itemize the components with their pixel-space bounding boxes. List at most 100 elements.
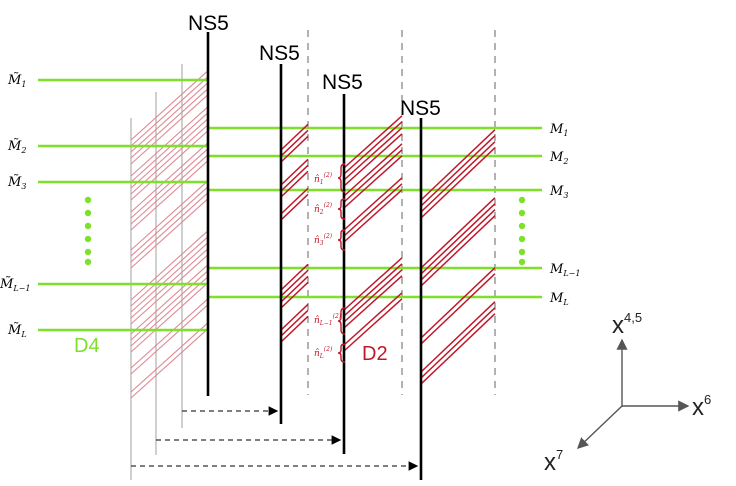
d2-segment	[343, 155, 403, 209]
brace	[337, 343, 346, 363]
ellipsis-dot	[518, 248, 526, 256]
d4-brane-lines	[38, 78, 542, 332]
axis-right-label: x6	[692, 392, 711, 421]
dashed-guides	[307, 30, 496, 395]
d2-image-segment	[130, 270, 209, 341]
d2-segment	[343, 189, 403, 243]
d2-image-segment	[130, 242, 209, 313]
d2-segment	[280, 164, 309, 192]
d2-image-segment	[130, 112, 209, 183]
d2-segment	[343, 298, 403, 352]
d2-image-segment	[130, 198, 209, 269]
d2-segment	[420, 147, 496, 219]
d2-image-segment	[130, 142, 209, 213]
d2-segment	[420, 301, 496, 373]
d2-image-segment	[130, 130, 209, 201]
d2-image-segment	[130, 298, 209, 369]
ns5-label: NS5	[322, 71, 363, 94]
d2-image-segment	[130, 94, 209, 165]
left-m-label: M̃1	[7, 72, 26, 89]
n-hat-label: n̂L(2)	[314, 346, 333, 360]
d2-segment	[420, 141, 496, 213]
d2-segment	[420, 197, 496, 269]
ellipsis-dot	[518, 235, 526, 243]
d2-segment	[420, 215, 496, 287]
left-m-label: M̃L	[7, 322, 27, 339]
red-d2-hatching	[280, 115, 496, 385]
right-ellipsis-dots	[518, 196, 526, 266]
d2-segment	[280, 193, 309, 221]
ellipsis-dot	[84, 196, 92, 204]
d2-segment	[280, 129, 309, 157]
brace	[337, 229, 346, 251]
d2-segment	[280, 275, 309, 303]
d2-image-segment	[130, 236, 209, 307]
brace	[337, 198, 346, 220]
d2-segment	[420, 209, 496, 281]
d2-image-segment	[130, 276, 209, 347]
separation-arrows	[131, 406, 419, 471]
d2-image-segment	[130, 118, 209, 189]
d2-segment	[420, 273, 496, 345]
d2-label: D2	[362, 343, 388, 365]
d2-segment	[343, 127, 403, 181]
ns5-branes	[206, 32, 423, 480]
axis-up-label: x4,5	[612, 310, 642, 339]
n-hat-label: n̂L−1(2)	[314, 313, 342, 327]
d2-segment	[343, 133, 403, 187]
d2-image-segment	[130, 148, 209, 219]
d2-segment	[343, 115, 403, 169]
right-m-label: M3	[549, 184, 568, 200]
d2-image-segment	[130, 160, 209, 231]
d2-image-segment	[130, 154, 209, 225]
d2-segment	[280, 263, 309, 291]
ellipsis-dot	[84, 235, 92, 243]
d2-segment	[343, 275, 403, 329]
d4-label: D4	[74, 335, 100, 357]
ellipsis-dot	[518, 196, 526, 204]
d2-segment	[280, 303, 309, 331]
d2-segment	[343, 269, 403, 323]
d2-segment	[420, 267, 496, 339]
d2-image-segment	[130, 192, 209, 263]
d2-segment	[280, 269, 309, 297]
ns5-labels: NS5 NS5 NS5 NS5	[188, 12, 441, 120]
ellipsis-dot	[518, 222, 526, 230]
ellipsis-dot	[84, 222, 92, 230]
d2-image-segment	[130, 76, 209, 147]
d2-segment	[280, 135, 309, 163]
d2-segment	[420, 129, 496, 201]
gray-projection-lines	[130, 64, 183, 480]
d2-segment	[280, 315, 309, 343]
d2-image-segment	[130, 328, 209, 399]
n-hat-label: n̂1(2)	[314, 172, 333, 186]
d2-segment	[343, 257, 403, 311]
right-m-labels: M1 M2 M3 ML−1 ML	[549, 122, 580, 307]
right-m-label: ML−1	[549, 262, 580, 278]
ns5-label: NS5	[400, 97, 441, 120]
d2-segment	[343, 177, 403, 231]
brace	[337, 163, 346, 193]
d2-image-segment	[130, 106, 209, 177]
left-m-label: M̃3	[7, 174, 26, 191]
ns5-label: NS5	[259, 42, 300, 65]
ellipsis-dot	[518, 209, 526, 217]
d2-segment	[280, 281, 309, 309]
pink-d2-hatching	[130, 70, 209, 399]
d2-segment	[280, 187, 309, 215]
d2-segment	[343, 143, 403, 197]
left-m-label: M̃L−1	[0, 276, 30, 293]
d2-image-segment	[130, 304, 209, 375]
d2-segment	[343, 183, 403, 237]
d2-image-segment	[130, 82, 209, 153]
brace	[337, 307, 346, 335]
d2-segment	[420, 203, 496, 275]
left-m-labels: M̃1 M̃2 M̃3 M̃L−1 M̃L	[0, 72, 30, 339]
ns5-label: NS5	[188, 12, 229, 35]
left-m-label: M̃2	[7, 138, 26, 155]
d2-image-segment	[130, 186, 209, 257]
right-m-label: M2	[549, 150, 568, 166]
axis-down-label: x7	[544, 447, 563, 476]
axis-down	[576, 405, 623, 449]
right-m-label: ML	[549, 291, 569, 307]
